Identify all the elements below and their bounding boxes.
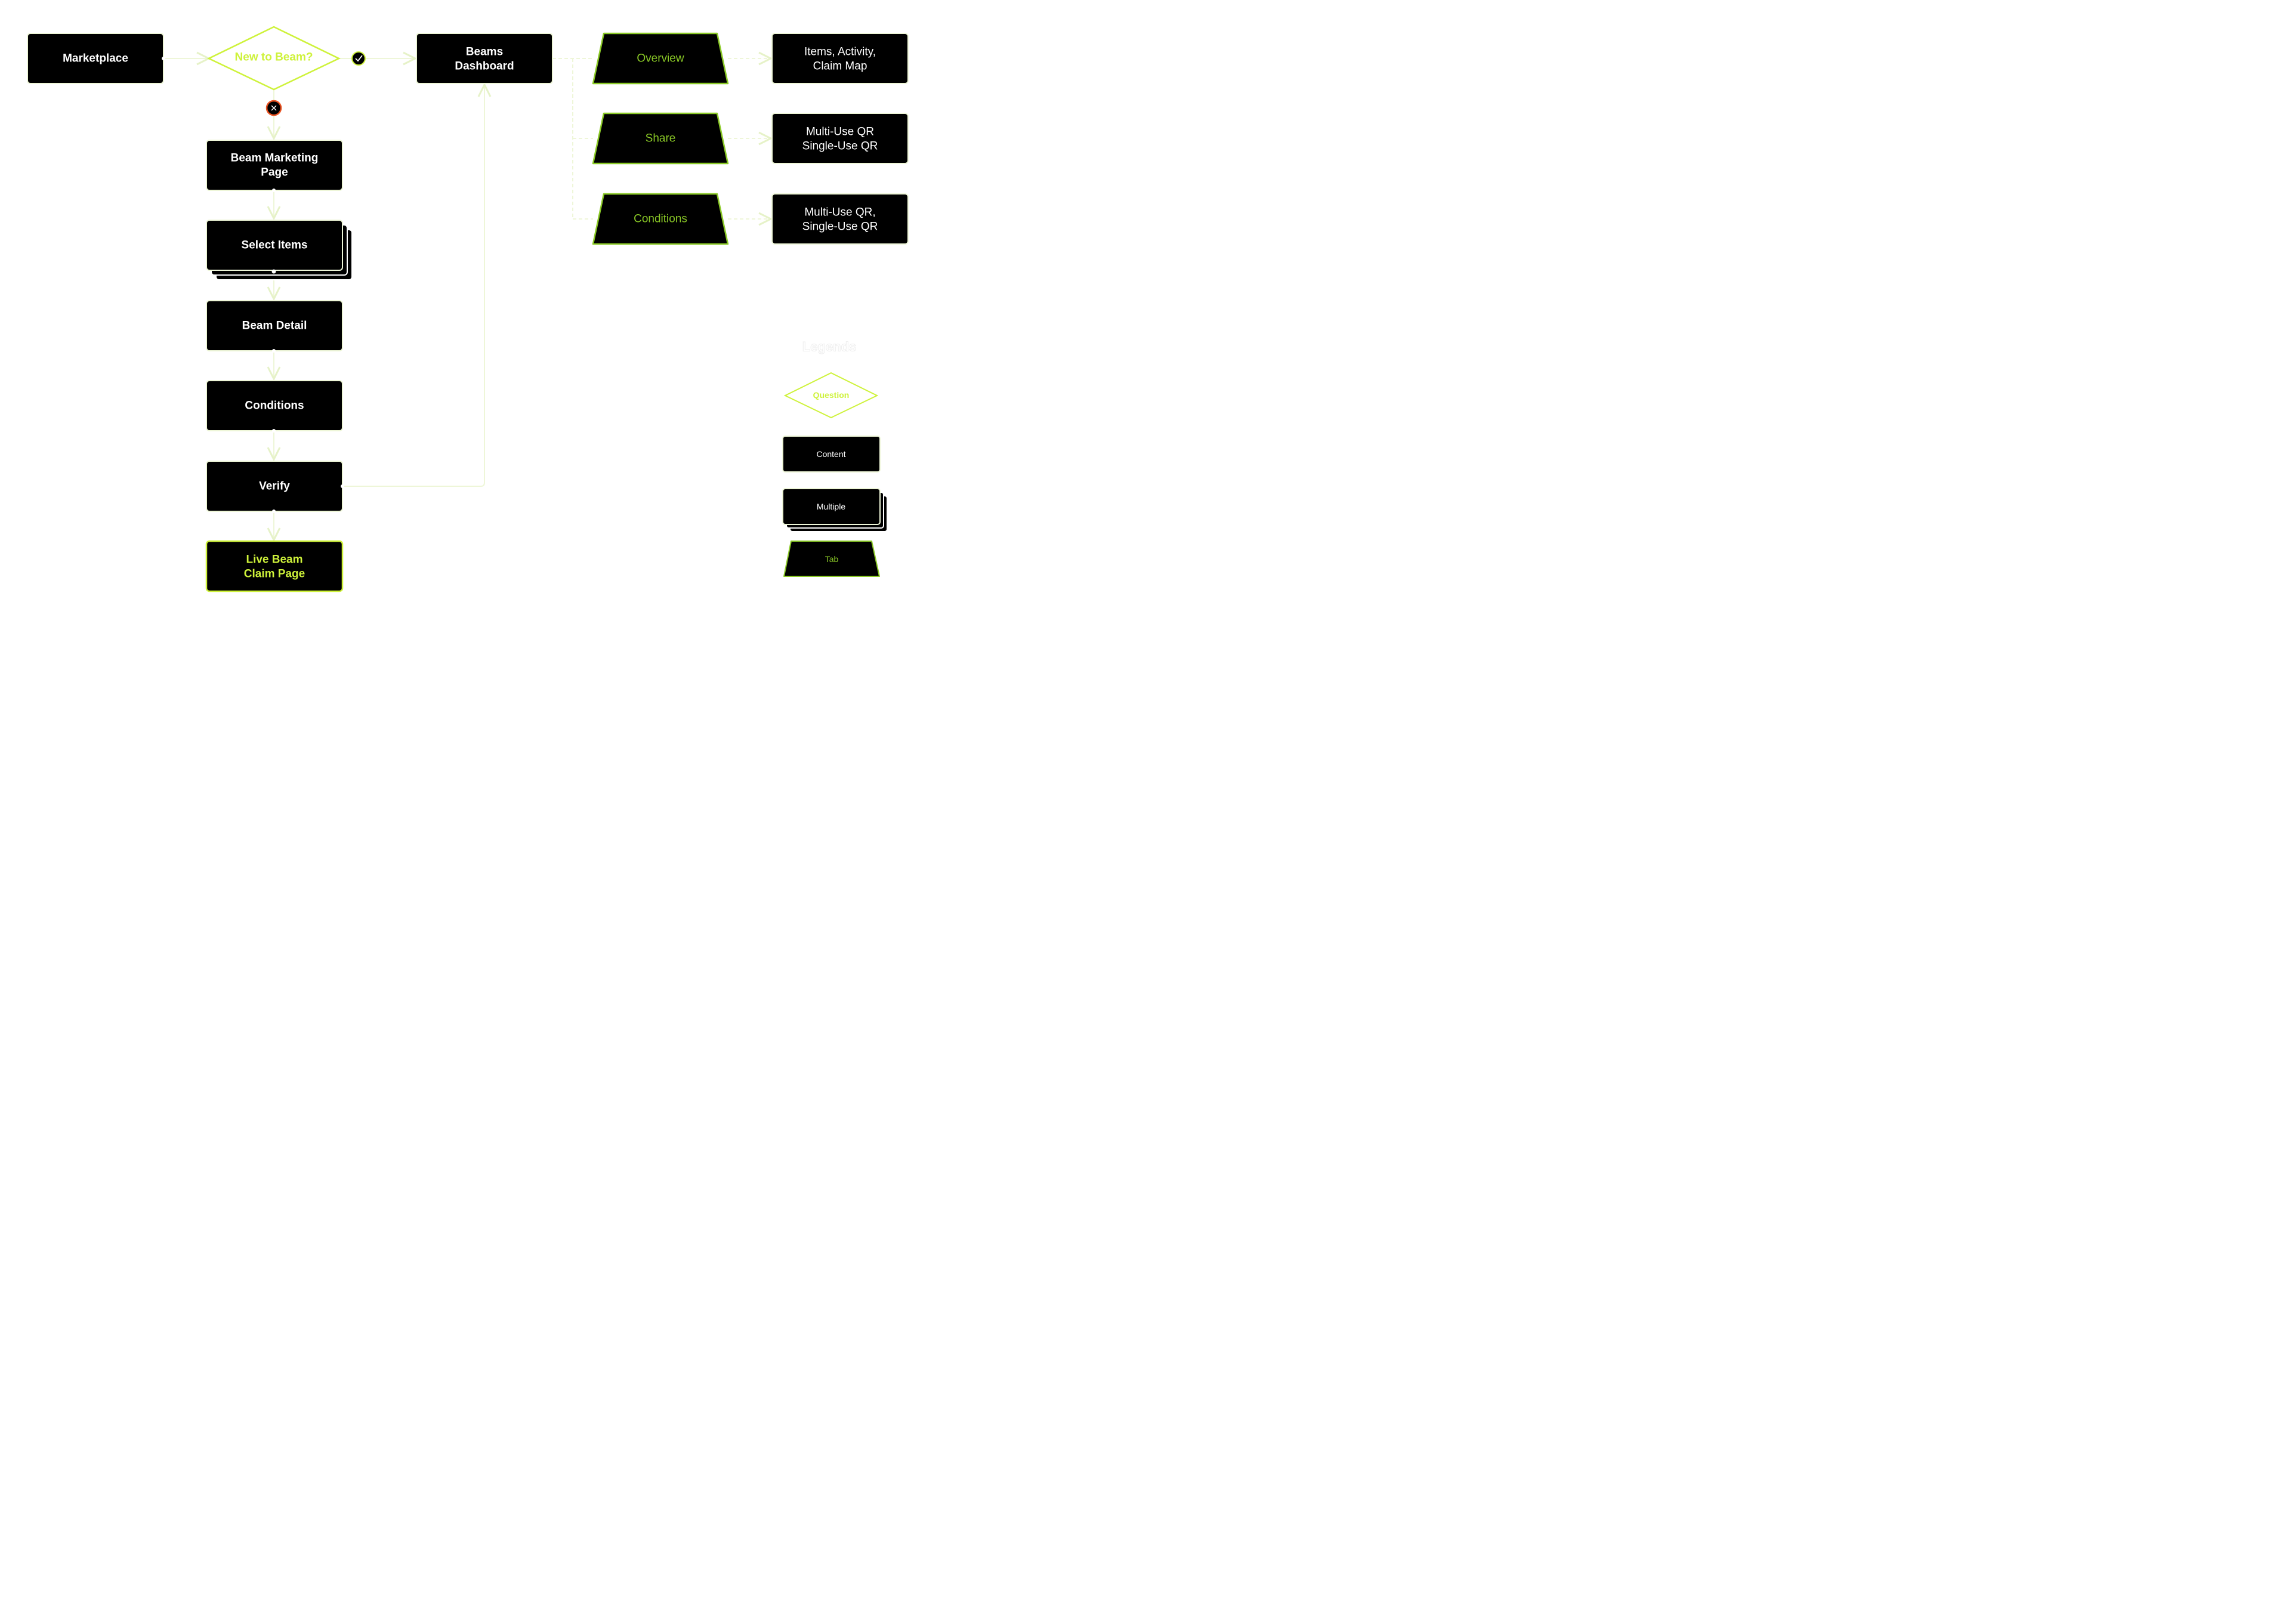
legend-title: Legends <box>802 339 856 354</box>
check-icon <box>355 55 363 62</box>
tab-share[interactable]: Share <box>592 112 729 165</box>
legend-question-label: Question <box>813 390 850 400</box>
flow-diagram: Marketplace New to Beam? Beam Marketing … <box>27 26 909 592</box>
legend-content-label: Content <box>816 449 845 459</box>
overview-content-line2: Claim Map <box>813 60 867 73</box>
verify-node[interactable]: Verify <box>206 461 343 512</box>
conditions-label: Conditions <box>245 400 304 412</box>
yes-badge <box>351 51 366 66</box>
dot-marketplace <box>162 57 165 60</box>
conditions-content-line1: Multi-Use QR, <box>804 206 875 219</box>
select-items-node[interactable]: Select Items <box>206 220 353 280</box>
legend-multiple-label: Multiple <box>817 502 845 511</box>
beams-dashboard-label-line1: Beams <box>466 46 503 58</box>
share-content-node[interactable]: Multi-Use QR Single-Use QR <box>771 113 909 164</box>
tab-connectors <box>552 58 771 219</box>
legend-question: Question <box>783 372 879 419</box>
beams-dashboard-label-line2: Dashboard <box>455 60 514 73</box>
beam-marketing-page-label-line1: Beam Marketing <box>231 152 319 165</box>
live-beam-label-line2: Claim Page <box>244 568 305 581</box>
dot-detail <box>272 349 276 353</box>
dot-select <box>271 269 276 274</box>
select-items-label: Select Items <box>242 239 308 252</box>
legend-tab: Tab <box>783 541 880 577</box>
beams-dashboard-node[interactable]: Beams Dashboard <box>416 33 553 84</box>
dot-conditions <box>272 429 276 433</box>
beam-detail-label: Beam Detail <box>242 320 307 332</box>
marketplace-node[interactable]: Marketplace <box>27 33 164 84</box>
legend-content: Content <box>782 436 881 473</box>
dot-verify-right <box>341 484 344 488</box>
conditions-content-line2: Single-Use QR <box>802 221 878 233</box>
conditions-node[interactable]: Conditions <box>206 380 343 431</box>
dot-verify-bottom <box>272 510 276 513</box>
live-beam-claim-page-node[interactable]: Live Beam Claim Page <box>205 540 344 592</box>
live-beam-label-line1: Live Beam <box>246 554 302 566</box>
legend-multiple: Multiple <box>782 488 888 532</box>
beam-marketing-page-node[interactable]: Beam Marketing Page <box>206 140 343 191</box>
overview-content-node[interactable]: Items, Activity, Claim Map <box>771 33 909 84</box>
share-content-line1: Multi-Use QR <box>806 126 874 138</box>
dot-marketing <box>272 189 276 192</box>
verify-label: Verify <box>259 480 290 493</box>
tab-overview-label: Overview <box>637 53 684 65</box>
marketplace-label: Marketplace <box>63 53 128 65</box>
no-badge <box>265 100 282 116</box>
beam-marketing-page-label-line2: Page <box>261 166 288 179</box>
tab-overview[interactable]: Overview <box>592 32 729 85</box>
legend: Legends Question Content Multiple Tab <box>782 339 888 577</box>
overview-content-line1: Items, Activity, <box>804 46 876 58</box>
beam-detail-node[interactable]: Beam Detail <box>206 300 343 351</box>
connection-dots <box>162 57 344 513</box>
tab-share-label: Share <box>646 132 676 145</box>
question-new-to-beam[interactable]: New to Beam? <box>207 26 341 91</box>
conditions-content-node[interactable]: Multi-Use QR, Single-Use QR <box>771 193 909 245</box>
question-label: New to Beam? <box>235 51 313 64</box>
tab-conditions[interactable]: Conditions <box>592 193 729 245</box>
x-icon <box>271 105 277 111</box>
connector-verify-dashboard <box>342 85 484 487</box>
legend-tab-label: Tab <box>825 554 839 564</box>
tab-conditions-label: Conditions <box>634 213 687 226</box>
share-content-line2: Single-Use QR <box>802 140 878 153</box>
